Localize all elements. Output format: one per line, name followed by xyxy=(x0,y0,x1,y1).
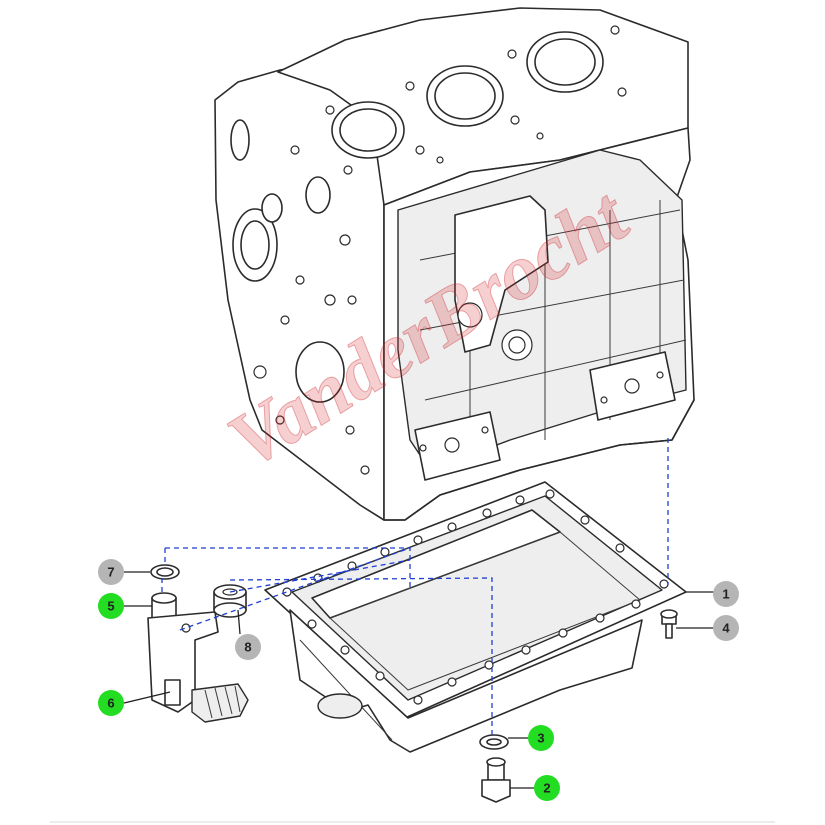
drain-plug-part-2 xyxy=(481,757,511,803)
callout-1: 1 xyxy=(713,581,739,607)
callout-6: 6 xyxy=(98,690,124,716)
callout-number: 3 xyxy=(537,731,544,746)
o-ring-part-7 xyxy=(150,564,180,580)
callout-number: 6 xyxy=(107,696,114,711)
deck-holes xyxy=(325,25,627,175)
callout-number: 5 xyxy=(107,599,114,614)
callout-badge xyxy=(534,775,560,801)
callout-badge xyxy=(713,581,739,607)
bolt-part-4 xyxy=(660,609,678,639)
callouts: 1 2 3 4 5 6 7 8 xyxy=(98,559,739,801)
callout-5: 5 xyxy=(98,593,124,619)
oil-strainer-part-5 xyxy=(147,592,249,723)
callout-number: 2 xyxy=(543,781,550,796)
callout-number: 8 xyxy=(244,640,251,655)
oil-pan xyxy=(264,481,687,753)
washer-part-3 xyxy=(479,734,509,750)
callout-number: 4 xyxy=(722,621,730,636)
callout-badge xyxy=(528,725,554,751)
callout-7: 7 xyxy=(98,559,124,585)
callout-number: 7 xyxy=(107,565,114,580)
callout-badge xyxy=(98,593,124,619)
flange-holes xyxy=(282,489,669,705)
assembly-leader-lines xyxy=(161,438,669,735)
front-plate-holes xyxy=(230,119,370,475)
callout-badge xyxy=(98,559,124,585)
callout-2: 2 xyxy=(534,775,560,801)
callout-badge xyxy=(713,615,739,641)
callout-3: 3 xyxy=(528,725,554,751)
callout-number: 1 xyxy=(722,587,729,602)
callout-8: 8 xyxy=(235,634,261,660)
callout-badge xyxy=(98,690,124,716)
callout-badge xyxy=(235,634,261,660)
engine-block xyxy=(214,7,695,521)
callout-4: 4 xyxy=(713,615,739,641)
